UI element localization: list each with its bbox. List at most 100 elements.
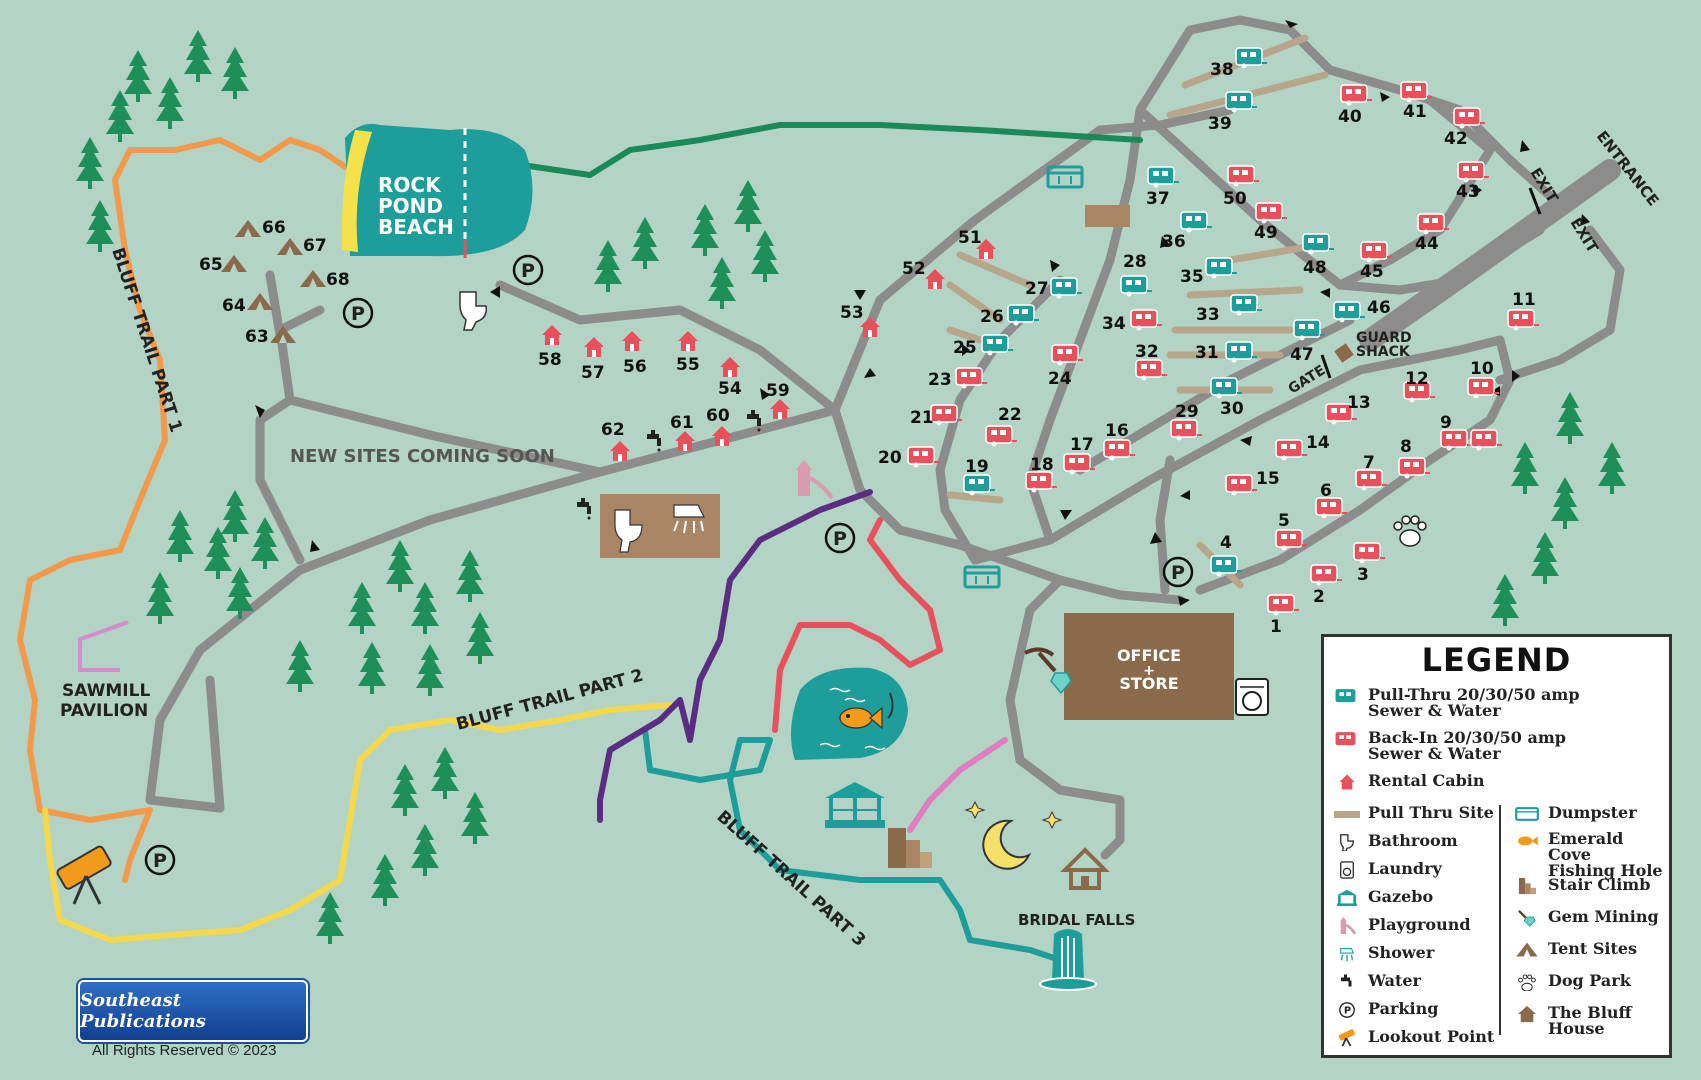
- pavilion-label: PAVILION: [60, 701, 148, 721]
- site-number: 17: [1070, 435, 1094, 455]
- bathroom-icon: [1340, 834, 1354, 851]
- site-number: 57: [581, 363, 605, 383]
- site-number: 46: [1367, 298, 1391, 318]
- site-number: 38: [1210, 60, 1234, 80]
- site-number: 50: [1223, 189, 1247, 209]
- site-number: 54: [718, 379, 742, 399]
- site-number: 12: [1405, 369, 1429, 389]
- publisher-logo: Southeast Publications: [78, 980, 308, 1042]
- legend-tent: Tent Sites: [1514, 941, 1637, 959]
- trails: [17, 122, 1143, 963]
- site-number: 18: [1030, 455, 1054, 475]
- storage-building: [1085, 205, 1130, 227]
- site-number: 53: [840, 303, 864, 323]
- site-number: 60: [706, 406, 730, 426]
- tent-icon: [1516, 942, 1538, 957]
- site-number: 25: [953, 338, 977, 358]
- parking-icon: P: [521, 260, 535, 282]
- legend-text: Tent Sites: [1548, 939, 1638, 958]
- legend-text: Pull-Thru 20/30/50 amp: [1368, 685, 1580, 704]
- parking-icon: P: [1171, 562, 1185, 584]
- laundry-icon: [1340, 861, 1354, 879]
- site-number: 31: [1195, 343, 1219, 363]
- legend-laundry: Laundry: [1334, 861, 1442, 879]
- site-number: 27: [1025, 279, 1049, 299]
- store-label: STORE: [1119, 674, 1178, 693]
- site-number: 67: [303, 236, 327, 256]
- legend-text: Gazebo: [1368, 887, 1434, 906]
- fish-icon: [1518, 836, 1538, 846]
- guard-label: GUARD: [1356, 330, 1412, 346]
- bathroom-icon: [614, 509, 643, 553]
- site-number: 7: [1363, 453, 1375, 473]
- site-number: 20: [878, 448, 902, 468]
- site-number: 37: [1146, 189, 1170, 209]
- legend-shower: Shower: [1334, 945, 1434, 963]
- site-number: 64: [222, 296, 246, 316]
- legend-playground: Playground: [1334, 917, 1471, 935]
- shower-icon: [673, 504, 705, 534]
- water-icon: [647, 430, 661, 452]
- gem-mining-icon: [1024, 647, 1072, 695]
- site-number: 52: [902, 259, 926, 279]
- site-number: 19: [965, 457, 989, 477]
- back-in-rv-icon: [1335, 732, 1356, 746]
- legend-rental-cabin: Rental Cabin: [1334, 773, 1485, 791]
- site-number: 10: [1470, 359, 1494, 379]
- parking-icon: P: [1339, 1002, 1355, 1018]
- site-number: 35: [1180, 267, 1204, 287]
- bathroom-icon: [459, 291, 488, 331]
- site-number: 47: [1290, 345, 1314, 365]
- legend-gazebo: Gazebo: [1334, 889, 1433, 907]
- site-number: 49: [1254, 223, 1278, 243]
- legend-text: Fishing Hole: [1548, 861, 1663, 880]
- parking-icon: P: [153, 850, 167, 872]
- site-number: 15: [1256, 469, 1280, 489]
- parking-markers: P P P P P: [144, 254, 1194, 876]
- site-number: 28: [1123, 252, 1147, 272]
- site-number: 59: [766, 381, 790, 401]
- legend-text: Parking: [1368, 999, 1439, 1018]
- legend-text: Shower: [1368, 943, 1435, 962]
- site-number: 13: [1347, 393, 1371, 413]
- lookout-icon: [1338, 1029, 1355, 1047]
- legend-text: Playground: [1368, 915, 1471, 934]
- site-number: 34: [1102, 314, 1126, 334]
- site-number: 4: [1220, 533, 1232, 553]
- site-number: 14: [1306, 433, 1330, 453]
- legend-title: LEGEND: [1421, 641, 1572, 679]
- site-number: 44: [1415, 234, 1439, 254]
- site-number: 51: [958, 228, 982, 248]
- water-icon: [1341, 974, 1352, 987]
- office-store-building: [1064, 613, 1234, 720]
- site-number: 63: [245, 327, 269, 347]
- site-number: 56: [623, 357, 647, 377]
- laundry-icon: [1235, 678, 1269, 716]
- moon-icon: [982, 819, 1032, 870]
- rock-pond-beach: ROCK POND BEACH: [341, 123, 533, 258]
- parking-icon: P: [833, 528, 847, 550]
- parking-icon: P: [351, 303, 365, 325]
- site-number: 39: [1208, 114, 1232, 134]
- site-number: 58: [538, 350, 562, 370]
- legend-pull-thru-site: Pull Thru Site: [1334, 805, 1494, 823]
- publisher-name: Southeast Publications: [80, 990, 206, 1032]
- sawmill-label: SAWMILL: [62, 681, 150, 701]
- shower-icon: [1340, 948, 1355, 962]
- site-number: 6: [1320, 481, 1332, 501]
- site-number: 48: [1303, 258, 1327, 278]
- site-number: 62: [601, 420, 625, 440]
- stair-climb-icon: [1518, 877, 1536, 895]
- site-number: 1: [1270, 617, 1282, 637]
- pull-thru-rv-icon: [1335, 689, 1356, 703]
- bluff-house-icon: [1060, 847, 1110, 890]
- site-number: 8: [1400, 437, 1412, 457]
- site-number: 36: [1162, 232, 1186, 252]
- water-icon: [577, 498, 591, 520]
- site-number: 43: [1456, 182, 1480, 202]
- site-number: 30: [1220, 399, 1244, 419]
- fish-icon: [839, 692, 894, 730]
- site-number: 41: [1403, 102, 1427, 122]
- office-plus: +: [1143, 663, 1155, 679]
